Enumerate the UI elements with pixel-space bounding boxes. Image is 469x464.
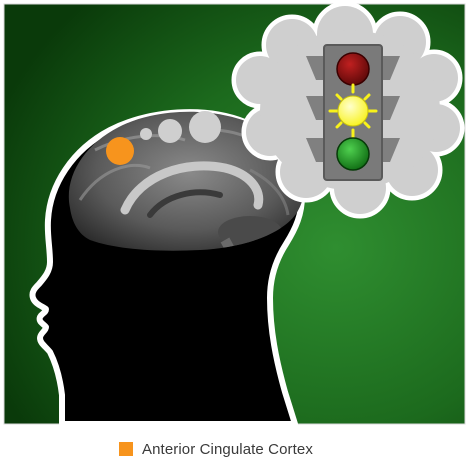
traffic-light-yellow <box>338 96 368 126</box>
legend-label-acc: Anterior Cingulate Cortex <box>142 441 313 458</box>
thought-bubble-large <box>189 111 221 143</box>
legend: Anterior Cingulate Cortex <box>119 439 313 459</box>
legend-swatch-acc <box>119 442 133 456</box>
acc-marker <box>106 137 134 165</box>
traffic-light-green <box>337 138 369 170</box>
thought-bubble-small <box>140 128 152 140</box>
traffic-light-red <box>337 53 369 85</box>
traffic-light-icon <box>306 45 400 180</box>
thought-bubble-medium <box>158 119 182 143</box>
